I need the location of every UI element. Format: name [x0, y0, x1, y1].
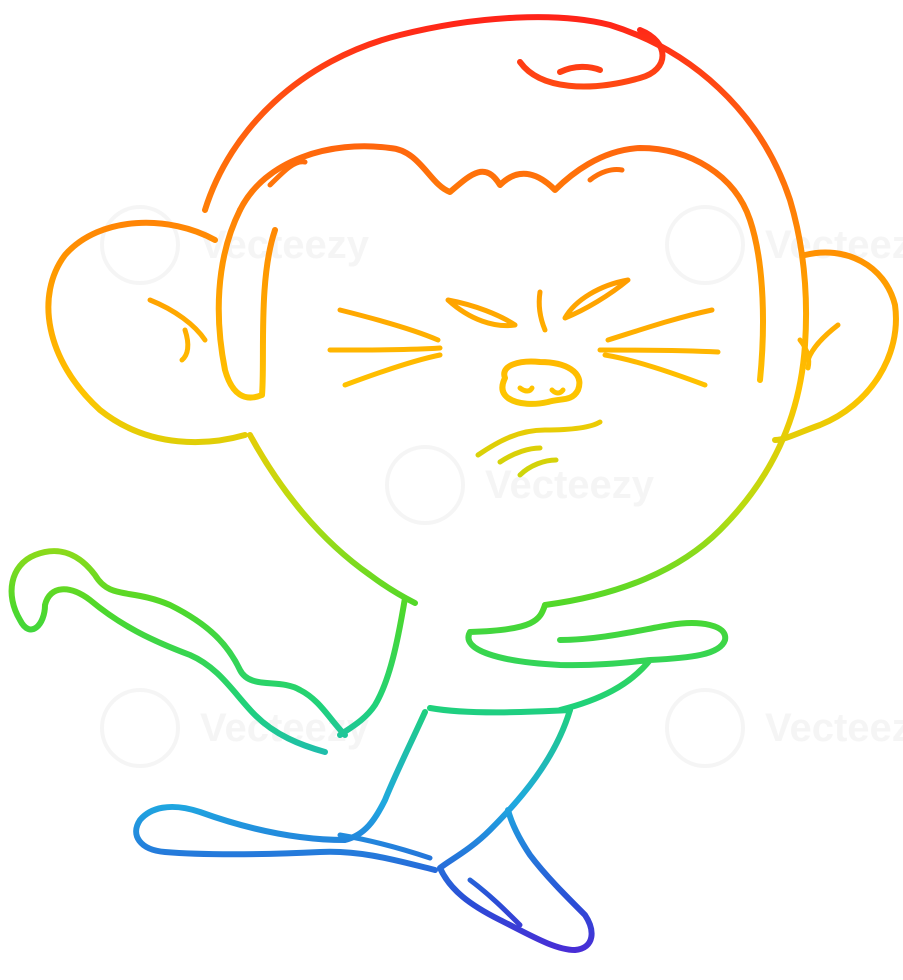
knee-line — [337, 832, 523, 928]
brow-creases — [267, 159, 625, 188]
face-left-cheek — [215, 207, 278, 401]
right-brow — [562, 277, 631, 321]
front-leg — [133, 709, 438, 873]
right-eye — [597, 307, 721, 388]
pursed-mouth — [475, 419, 603, 478]
angry-eyes — [327, 277, 721, 388]
left-ear-inner — [147, 297, 208, 363]
right-ear — [772, 249, 899, 443]
tail — [8, 548, 348, 755]
waist — [427, 705, 573, 716]
left-eye — [327, 307, 443, 388]
left-brow — [445, 297, 518, 329]
face-mask — [237, 143, 766, 383]
nose — [499, 358, 583, 407]
watermark-text-3: Vecteezy — [485, 463, 655, 507]
watermark-text-5: Vecteezy — [765, 706, 903, 750]
body-left-side — [337, 595, 408, 738]
brow-furrow — [536, 289, 548, 333]
left-ear — [45, 219, 248, 446]
head-outline — [202, 14, 810, 608]
watermark-text-2: Vecteezy — [765, 223, 903, 267]
hair-tuft — [517, 27, 666, 90]
back-leg — [437, 707, 595, 953]
neck-left — [247, 432, 418, 606]
watermark-layer: Vecteezy Vecteezy Vecteezy Vecteezy Vect… — [100, 205, 903, 768]
right-ear-inner — [797, 322, 841, 371]
nostrils — [517, 385, 566, 396]
arm — [465, 602, 729, 713]
watermark-text-4: Vecteezy — [200, 706, 370, 750]
